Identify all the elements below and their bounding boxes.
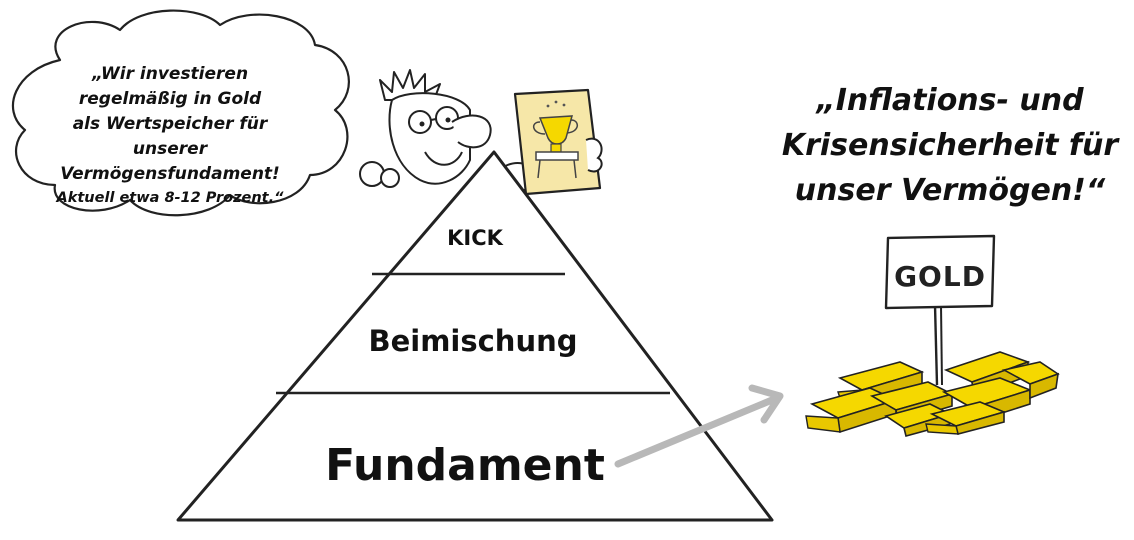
thought-bubble-icon <box>12 9 400 217</box>
thought-line-4: Vermögensfundament! <box>60 164 280 184</box>
quote-line-1: „Inflations- und <box>816 83 1084 118</box>
trophy-card-icon <box>513 88 603 196</box>
gold-sign <box>884 234 996 386</box>
thought-line-1: „Wir investieren <box>91 64 249 84</box>
inflation-quote: „Inflations- und Krisensicherheit für un… <box>770 78 1130 213</box>
quote-line-3: unser Vermögen!“ <box>794 173 1106 208</box>
thought-bubble-text: „Wir investieren regelmäßig in Gold als … <box>40 62 300 209</box>
thought-line-2: regelmäßig in Gold <box>78 89 262 109</box>
gold-sign-label: GOLD <box>894 260 986 293</box>
gold-bars-icon <box>805 351 1060 437</box>
tier-label-fundament: Fundament <box>325 440 605 491</box>
tier-label-kick: KICK <box>447 226 503 250</box>
pyramid <box>176 150 774 522</box>
tier-label-beimischung: Beimischung <box>368 324 578 358</box>
thought-line-5: Aktuell etwa 8-12 Prozent.“ <box>56 190 284 206</box>
thought-line-3: als Wertspeicher für unserer <box>72 114 268 159</box>
arrow-icon <box>614 384 784 468</box>
quote-line-2: Krisensicherheit für <box>781 128 1119 163</box>
